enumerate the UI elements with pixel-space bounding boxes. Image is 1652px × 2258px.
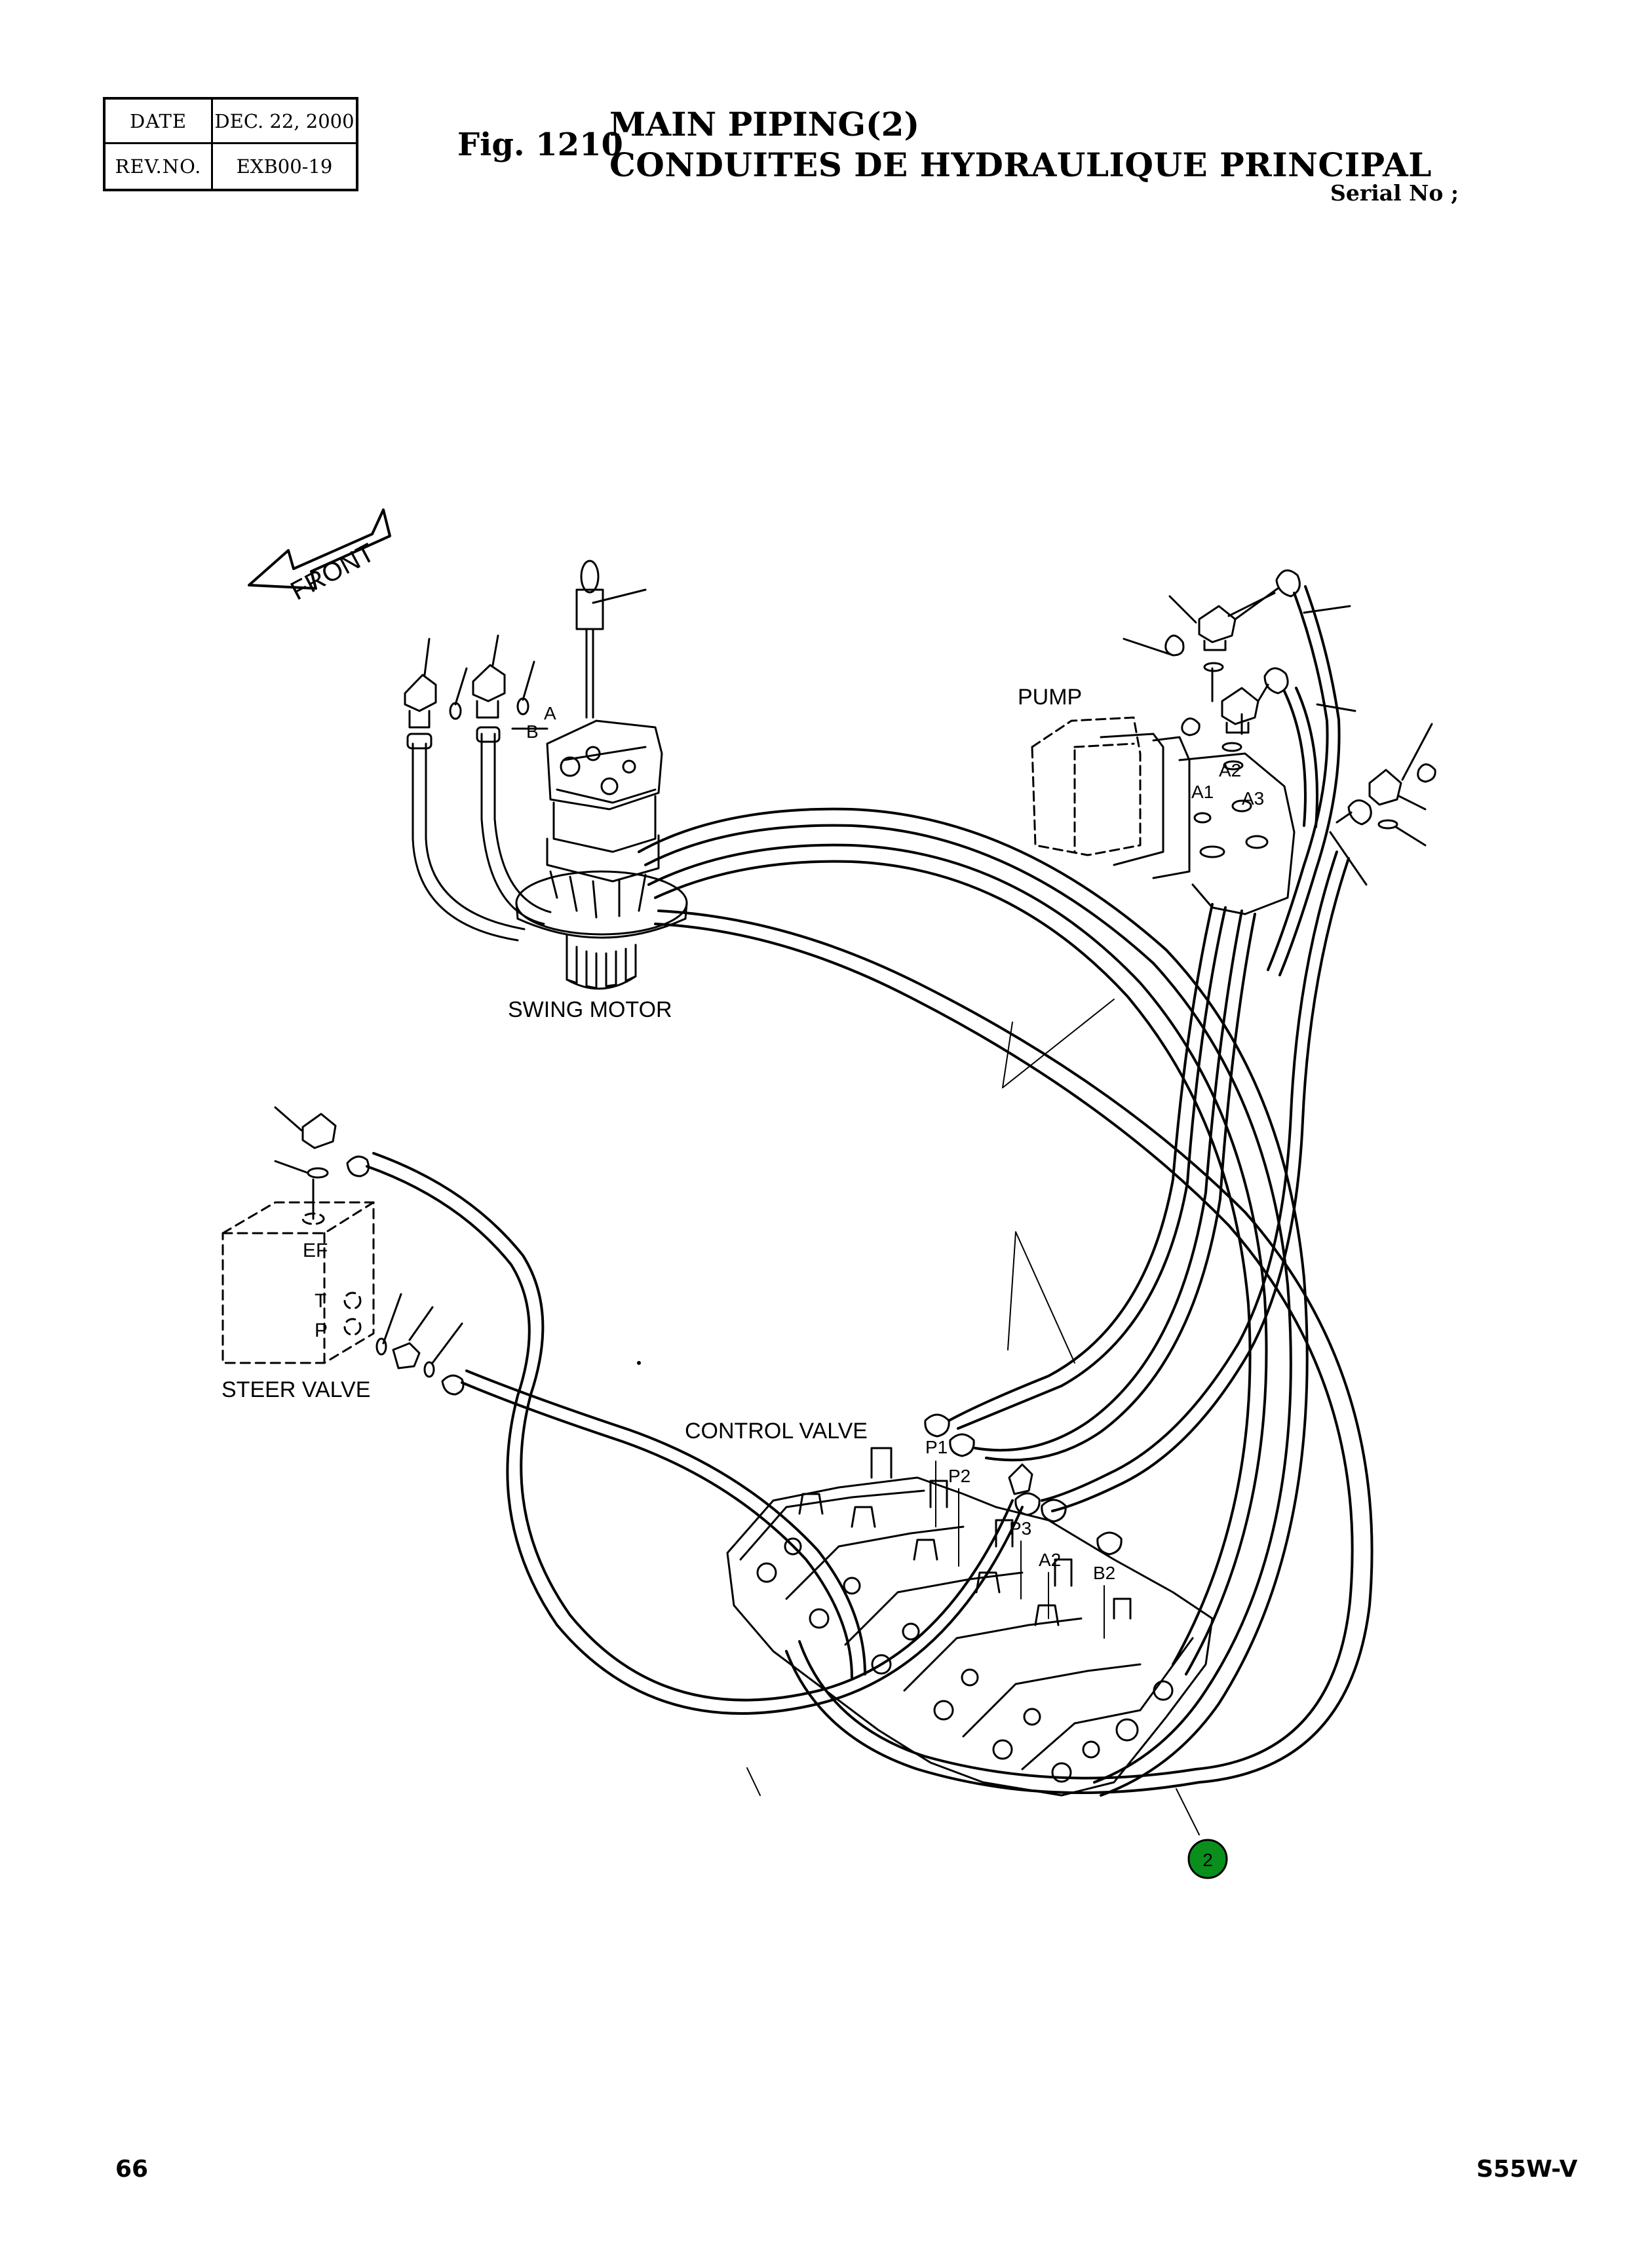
port-p-label: P bbox=[315, 1320, 328, 1341]
swing-motor-label: SWING MOTOR bbox=[508, 997, 672, 1022]
port-a3-label: A3 bbox=[1242, 788, 1264, 809]
steer-valve-label: STEER VALVE bbox=[221, 1377, 370, 1402]
revision-table: DATE DEC. 22, 2000 REV.NO. EXB00-19 bbox=[103, 97, 358, 191]
steer-valve-fittings bbox=[274, 1106, 465, 1396]
rev-value: EXB00-19 bbox=[236, 155, 333, 178]
callout-2[interactable]: 2 bbox=[1187, 1839, 1228, 1879]
port-ef-label: EF bbox=[303, 1240, 328, 1261]
main-hoses bbox=[366, 585, 1373, 1797]
reference-dot bbox=[637, 1361, 641, 1365]
pump-label: PUMP bbox=[1018, 685, 1082, 710]
control-valve bbox=[726, 1447, 1214, 1797]
port-p2-label: P2 bbox=[948, 1466, 970, 1486]
steer-valve bbox=[221, 1201, 375, 1364]
date-label: DATE bbox=[106, 100, 213, 142]
serial-number-label: Serial No ; bbox=[1330, 180, 1459, 206]
page-number: 66 bbox=[115, 2156, 149, 2183]
model-code: S55W-V bbox=[1476, 2156, 1578, 2183]
port-leaders bbox=[935, 1461, 1105, 1639]
date-row: DATE DEC. 22, 2000 bbox=[106, 100, 356, 144]
port-a2-cv-label: A2 bbox=[1039, 1550, 1061, 1570]
pump-fittings bbox=[1123, 569, 1436, 886]
date-value: DEC. 22, 2000 bbox=[214, 109, 355, 132]
port-b2-label: B2 bbox=[1093, 1563, 1115, 1583]
title-french: CONDUITES DE HYDRAULIQUE PRINCIPAL bbox=[609, 145, 1432, 184]
rev-label: REV.NO. bbox=[106, 144, 213, 189]
port-p1-label: P1 bbox=[925, 1437, 948, 1457]
port-a1-label: A1 bbox=[1191, 782, 1214, 802]
port-a-label: A bbox=[544, 703, 556, 723]
port-t-label: T bbox=[315, 1290, 326, 1312]
front-arrow: FRONT bbox=[248, 508, 391, 606]
control-valve-port-fittings bbox=[924, 1413, 1123, 1556]
port-a2-pump-label: A2 bbox=[1219, 760, 1241, 780]
swing-motor-hoses bbox=[406, 726, 552, 942]
rev-row: REV.NO. EXB00-19 bbox=[106, 144, 356, 189]
pump bbox=[1031, 716, 1296, 915]
title-english: MAIN PIPING(2) bbox=[609, 105, 920, 144]
port-b-label: B bbox=[526, 721, 539, 742]
swing-motor-fittings bbox=[404, 634, 548, 730]
figure-number: Fig. 1210 bbox=[457, 126, 623, 163]
control-valve-label: CONTROL VALVE bbox=[685, 1419, 868, 1444]
callout-2-label: 2 bbox=[1202, 1850, 1213, 1870]
front-label: FRONT bbox=[286, 538, 379, 606]
hose-leaders bbox=[746, 999, 1200, 1835]
